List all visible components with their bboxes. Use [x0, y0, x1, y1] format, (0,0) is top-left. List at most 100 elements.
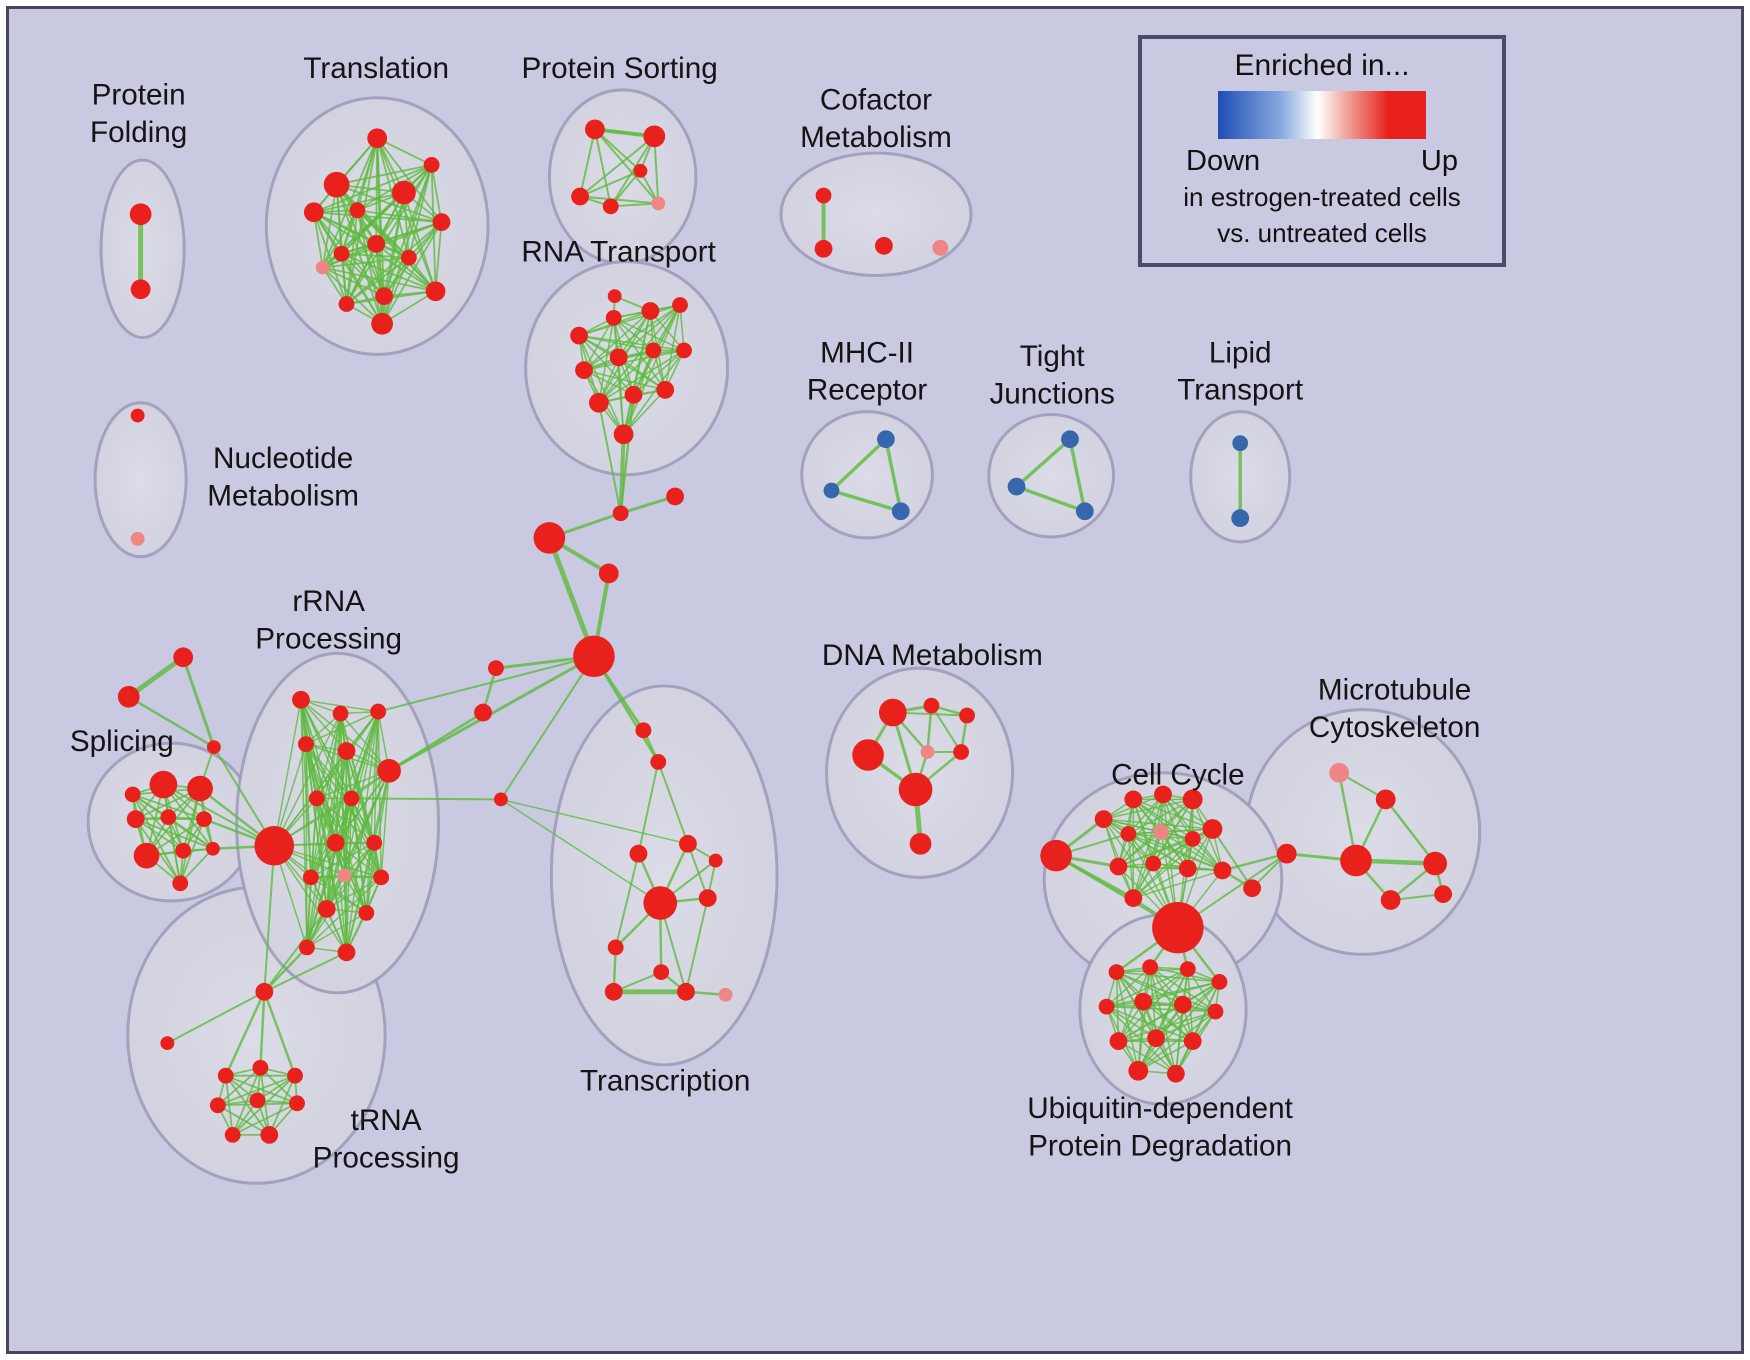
network-node-k5[interactable]	[488, 660, 504, 677]
network-node-rt3[interactable]	[641, 302, 660, 320]
network-node-t1[interactable]	[323, 171, 350, 198]
network-node-s5[interactable]	[160, 809, 177, 826]
network-node-s2[interactable]	[187, 775, 213, 802]
network-node-r5[interactable]	[337, 742, 356, 760]
network-node-t8[interactable]	[367, 234, 386, 253]
network-node-ps5[interactable]	[651, 196, 666, 211]
network-node-tr4[interactable]	[629, 844, 648, 863]
network-node-t12[interactable]	[375, 287, 394, 306]
network-node-c10[interactable]	[1109, 857, 1128, 876]
network-node-t3[interactable]	[303, 202, 324, 223]
network-node-mt7[interactable]	[1434, 885, 1453, 904]
network-node-rt2[interactable]	[605, 309, 622, 326]
network-node-k7[interactable]	[493, 792, 508, 807]
network-node-c8[interactable]	[1153, 824, 1169, 840]
network-node-rt7[interactable]	[645, 342, 662, 359]
network-node-t4[interactable]	[349, 202, 366, 219]
network-node-mt6[interactable]	[1380, 890, 1401, 910]
network-node-pf2[interactable]	[130, 279, 151, 300]
network-node-rt5[interactable]	[575, 361, 593, 380]
network-node-t7[interactable]	[432, 213, 451, 232]
network-node-c11[interactable]	[1145, 855, 1162, 872]
network-node-t13[interactable]	[338, 296, 355, 312]
network-node-u1[interactable]	[255, 982, 274, 1001]
network-node-r12[interactable]	[302, 869, 319, 886]
network-node-t15[interactable]	[315, 260, 330, 275]
network-node-cf1[interactable]	[815, 187, 832, 204]
network-node-mt5[interactable]	[1423, 851, 1448, 876]
network-node-d4[interactable]	[852, 739, 884, 771]
network-node-t2[interactable]	[367, 128, 388, 149]
network-node-cf2[interactable]	[814, 239, 833, 258]
network-node-rt0[interactable]	[607, 289, 622, 304]
network-node-rt10[interactable]	[624, 385, 643, 404]
network-node-r3[interactable]	[370, 703, 387, 720]
network-node-r15[interactable]	[317, 900, 336, 918]
network-node-rt8[interactable]	[676, 342, 692, 359]
network-node-k2[interactable]	[666, 487, 684, 506]
network-node-tj2[interactable]	[1007, 477, 1026, 496]
network-node-s4[interactable]	[126, 810, 145, 829]
network-node-tr8[interactable]	[653, 964, 670, 980]
network-node-m1[interactable]	[876, 430, 895, 449]
network-node-rt4[interactable]	[672, 297, 688, 313]
network-node-c2[interactable]	[1094, 810, 1113, 829]
network-node-r16[interactable]	[358, 904, 375, 921]
network-node-b5[interactable]	[249, 1092, 266, 1109]
network-node-k4[interactable]	[598, 563, 619, 584]
network-node-lt2[interactable]	[1231, 509, 1250, 528]
network-node-b7[interactable]	[224, 1127, 241, 1143]
network-node-r1[interactable]	[292, 690, 310, 709]
network-node-s6[interactable]	[196, 811, 212, 828]
network-node-tr5[interactable]	[643, 886, 678, 920]
network-node-ub7[interactable]	[1173, 995, 1192, 1014]
network-node-x1[interactable]	[173, 647, 194, 668]
network-node-c1[interactable]	[1040, 839, 1072, 872]
network-node-ub1[interactable]	[1108, 964, 1125, 980]
network-node-t5[interactable]	[392, 180, 416, 205]
network-node-r18[interactable]	[337, 943, 356, 962]
network-node-c4[interactable]	[1154, 785, 1172, 804]
network-node-d2[interactable]	[923, 697, 940, 714]
network-node-tr12[interactable]	[708, 853, 723, 868]
network-node-ps6[interactable]	[633, 163, 648, 178]
network-node-c13[interactable]	[1213, 861, 1232, 880]
network-node-tr6[interactable]	[698, 889, 717, 907]
network-node-d6[interactable]	[953, 744, 970, 760]
network-node-s3[interactable]	[124, 786, 141, 803]
network-node-k1[interactable]	[612, 505, 629, 522]
network-node-r10[interactable]	[326, 833, 345, 852]
network-node-r17[interactable]	[298, 939, 315, 956]
network-node-b4[interactable]	[209, 1097, 226, 1114]
network-node-s8[interactable]	[175, 842, 192, 859]
network-node-rt9[interactable]	[588, 392, 609, 413]
network-node-r9[interactable]	[343, 790, 360, 807]
network-node-k3[interactable]	[533, 522, 566, 554]
network-node-b6[interactable]	[289, 1095, 305, 1112]
network-node-c15[interactable]	[1152, 902, 1204, 954]
network-node-rt1[interactable]	[570, 326, 588, 345]
network-node-ps1[interactable]	[585, 119, 605, 140]
network-node-ub13[interactable]	[1166, 1064, 1185, 1083]
network-node-r4[interactable]	[297, 736, 314, 753]
network-node-c16[interactable]	[1243, 879, 1261, 898]
network-node-t11[interactable]	[425, 281, 446, 302]
network-node-s9[interactable]	[205, 841, 220, 856]
network-node-c3[interactable]	[1124, 790, 1143, 809]
network-node-tj3[interactable]	[1075, 502, 1094, 521]
network-node-t10[interactable]	[400, 249, 417, 266]
network-node-mt2[interactable]	[1375, 789, 1396, 810]
network-node-ub4[interactable]	[1211, 974, 1228, 990]
network-node-mt3[interactable]	[1276, 843, 1297, 864]
network-node-t14[interactable]	[371, 312, 394, 335]
network-node-pf1[interactable]	[129, 203, 152, 226]
network-node-tr10[interactable]	[677, 982, 695, 1001]
network-node-ub5[interactable]	[1098, 998, 1115, 1015]
network-node-r14[interactable]	[373, 869, 390, 886]
network-node-mt4[interactable]	[1340, 844, 1372, 877]
network-node-s7[interactable]	[133, 842, 160, 869]
network-node-ub9[interactable]	[1109, 1032, 1128, 1051]
network-node-s10[interactable]	[172, 875, 189, 892]
network-node-d7[interactable]	[898, 772, 933, 807]
network-node-ub10[interactable]	[1147, 1029, 1165, 1048]
